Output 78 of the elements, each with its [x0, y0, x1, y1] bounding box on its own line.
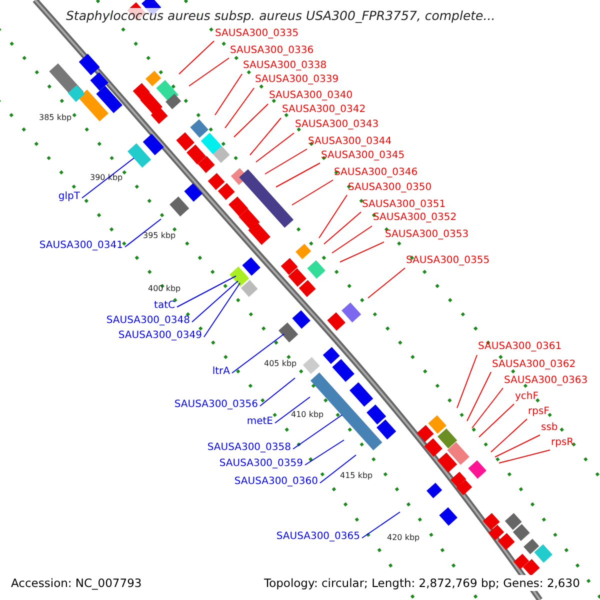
- leader-line: [478, 404, 514, 438]
- gene-label: SAUSA300_0361: [478, 341, 562, 353]
- leader-line: [224, 88, 254, 128]
- gene-label: SAUSA300_0363: [504, 375, 588, 387]
- gene-label: SAUSA300_0340: [269, 90, 353, 102]
- leader-line: [232, 334, 284, 374]
- gene-label: rpsF: [528, 406, 550, 418]
- scale-label: 410 kbp: [291, 409, 324, 421]
- leader-line: [292, 180, 334, 206]
- gene-label: glpT: [58, 191, 80, 203]
- scale-label: 405 kbp: [264, 358, 297, 370]
- gene-label: SAUSA300_0343: [295, 119, 379, 131]
- topology-note: Topology: circular; Length: 2,872,769 bp; Genes: 2,630: [262, 575, 582, 591]
- leader-line: [204, 282, 240, 338]
- gene-label: SAUSA300_0355: [406, 255, 490, 267]
- gene-label: SAUSA300_0335: [215, 28, 299, 40]
- gene-label: SAUSA300_0358: [207, 442, 291, 454]
- gene-label: tatC: [154, 300, 175, 312]
- leader-line: [368, 268, 406, 298]
- scale-label: 420 kbp: [387, 532, 420, 544]
- leader-line: [176, 276, 236, 308]
- gene-label: SAUSA300_0350: [348, 182, 432, 194]
- leader-line: [82, 158, 134, 198]
- gene-label: SAUSA300_0342: [282, 104, 366, 116]
- leader-line: [276, 162, 320, 188]
- gene-label: ltrA: [212, 366, 230, 378]
- leader-line: [192, 280, 238, 322]
- gene-label: metE: [246, 416, 273, 428]
- leader-line: [362, 512, 400, 538]
- accession-note: Accession: NC_007793: [9, 575, 144, 591]
- gene-label: ychF: [515, 391, 539, 403]
- gene-label: SAUSA300_0351: [362, 199, 446, 211]
- leader-line: [304, 440, 344, 466]
- leader-line: [292, 414, 342, 450]
- gene-label: rpsR: [551, 437, 574, 449]
- gene-label: SAUSA300_0356: [174, 399, 258, 411]
- leader-line: [234, 104, 268, 138]
- gene-label: SAUSA300_0338: [243, 60, 327, 72]
- leader-line: [260, 378, 296, 406]
- gene-label: SAUSA300_0353: [385, 229, 469, 241]
- gene-label: ssb: [541, 422, 558, 434]
- leader-line: [318, 194, 348, 238]
- gene-label: SAUSA300_0344: [308, 136, 392, 148]
- scale-label: 415 kbp: [340, 470, 373, 482]
- leader-line: [498, 450, 550, 464]
- leader-line: [178, 40, 214, 74]
- scale-label: 390 kbp: [90, 172, 123, 184]
- leader-line: [456, 354, 478, 408]
- gene-label: SAUSA300_0348: [106, 315, 190, 327]
- leader-line: [324, 212, 362, 244]
- leader-line: [250, 118, 282, 156]
- leader-line: [320, 454, 356, 484]
- gene-label: SAUSA300_0352: [373, 212, 457, 224]
- leader-line: [124, 218, 162, 248]
- gene-label: SAUSA300_0359: [219, 458, 303, 470]
- scale-label: 395 kbp: [143, 230, 176, 242]
- gene-label: SAUSA300_0346: [334, 167, 418, 179]
- leader-line: [264, 148, 308, 174]
- leader-line: [274, 396, 310, 424]
- leader-line: [332, 226, 372, 254]
- leader-line: [340, 242, 384, 262]
- leader-line: [494, 434, 540, 458]
- scale-label: 385 kbp: [39, 112, 72, 124]
- gene-label: SAUSA300_0362: [492, 359, 576, 371]
- leader-line: [214, 74, 242, 116]
- gene-label: SAUSA300_0360: [234, 476, 318, 488]
- leader-line: [188, 58, 230, 86]
- gene-label: SAUSA300_0365: [276, 531, 360, 543]
- gene-label: SAUSA300_0336: [230, 45, 314, 57]
- gene-label: SAUSA300_0339: [255, 74, 339, 86]
- leader-line: [472, 388, 504, 428]
- leader-line: [466, 372, 492, 422]
- gene-label: SAUSA300_0345: [321, 150, 405, 162]
- leader-line: [490, 418, 528, 452]
- gene-label: SAUSA300_0341: [39, 240, 123, 252]
- gene-label: SAUSA300_0349: [118, 330, 202, 342]
- scale-label: 400 kbp: [148, 283, 181, 295]
- leader-line: [256, 132, 294, 162]
